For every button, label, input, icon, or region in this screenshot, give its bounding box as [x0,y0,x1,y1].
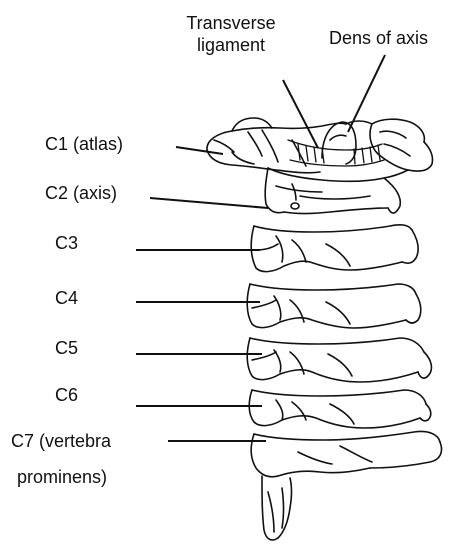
leader-transverse [283,80,318,148]
label-c2: C2 (axis) [45,182,117,204]
label-c4: C4 [55,287,78,309]
c3-vertebra [251,225,418,272]
label-c5: C5 [55,337,78,359]
label-c7-line1: C7 (vertebra [11,430,111,452]
c7-vertebra [251,431,441,539]
dens-of-axis [322,122,356,164]
c5-vertebra [247,338,431,382]
leader-c2 [150,198,268,208]
label-transverse-ligament: Transverse ligament [183,12,279,56]
label-c1: C1 (atlas) [45,133,123,155]
label-c6: C6 [55,384,78,406]
transverse-ligament [288,140,384,166]
label-c3: C3 [55,232,78,254]
leader-lines [136,55,385,441]
label-transverse-line2: ligament [183,34,279,56]
leader-c1 [176,147,223,154]
label-dens-of-axis: Dens of axis [329,27,428,49]
axis-vertebra [265,168,408,214]
c4-vertebra [247,284,421,328]
label-transverse-line1: Transverse [183,12,279,34]
c6-vertebra [249,390,431,428]
label-c7-line2: prominens) [17,466,107,488]
